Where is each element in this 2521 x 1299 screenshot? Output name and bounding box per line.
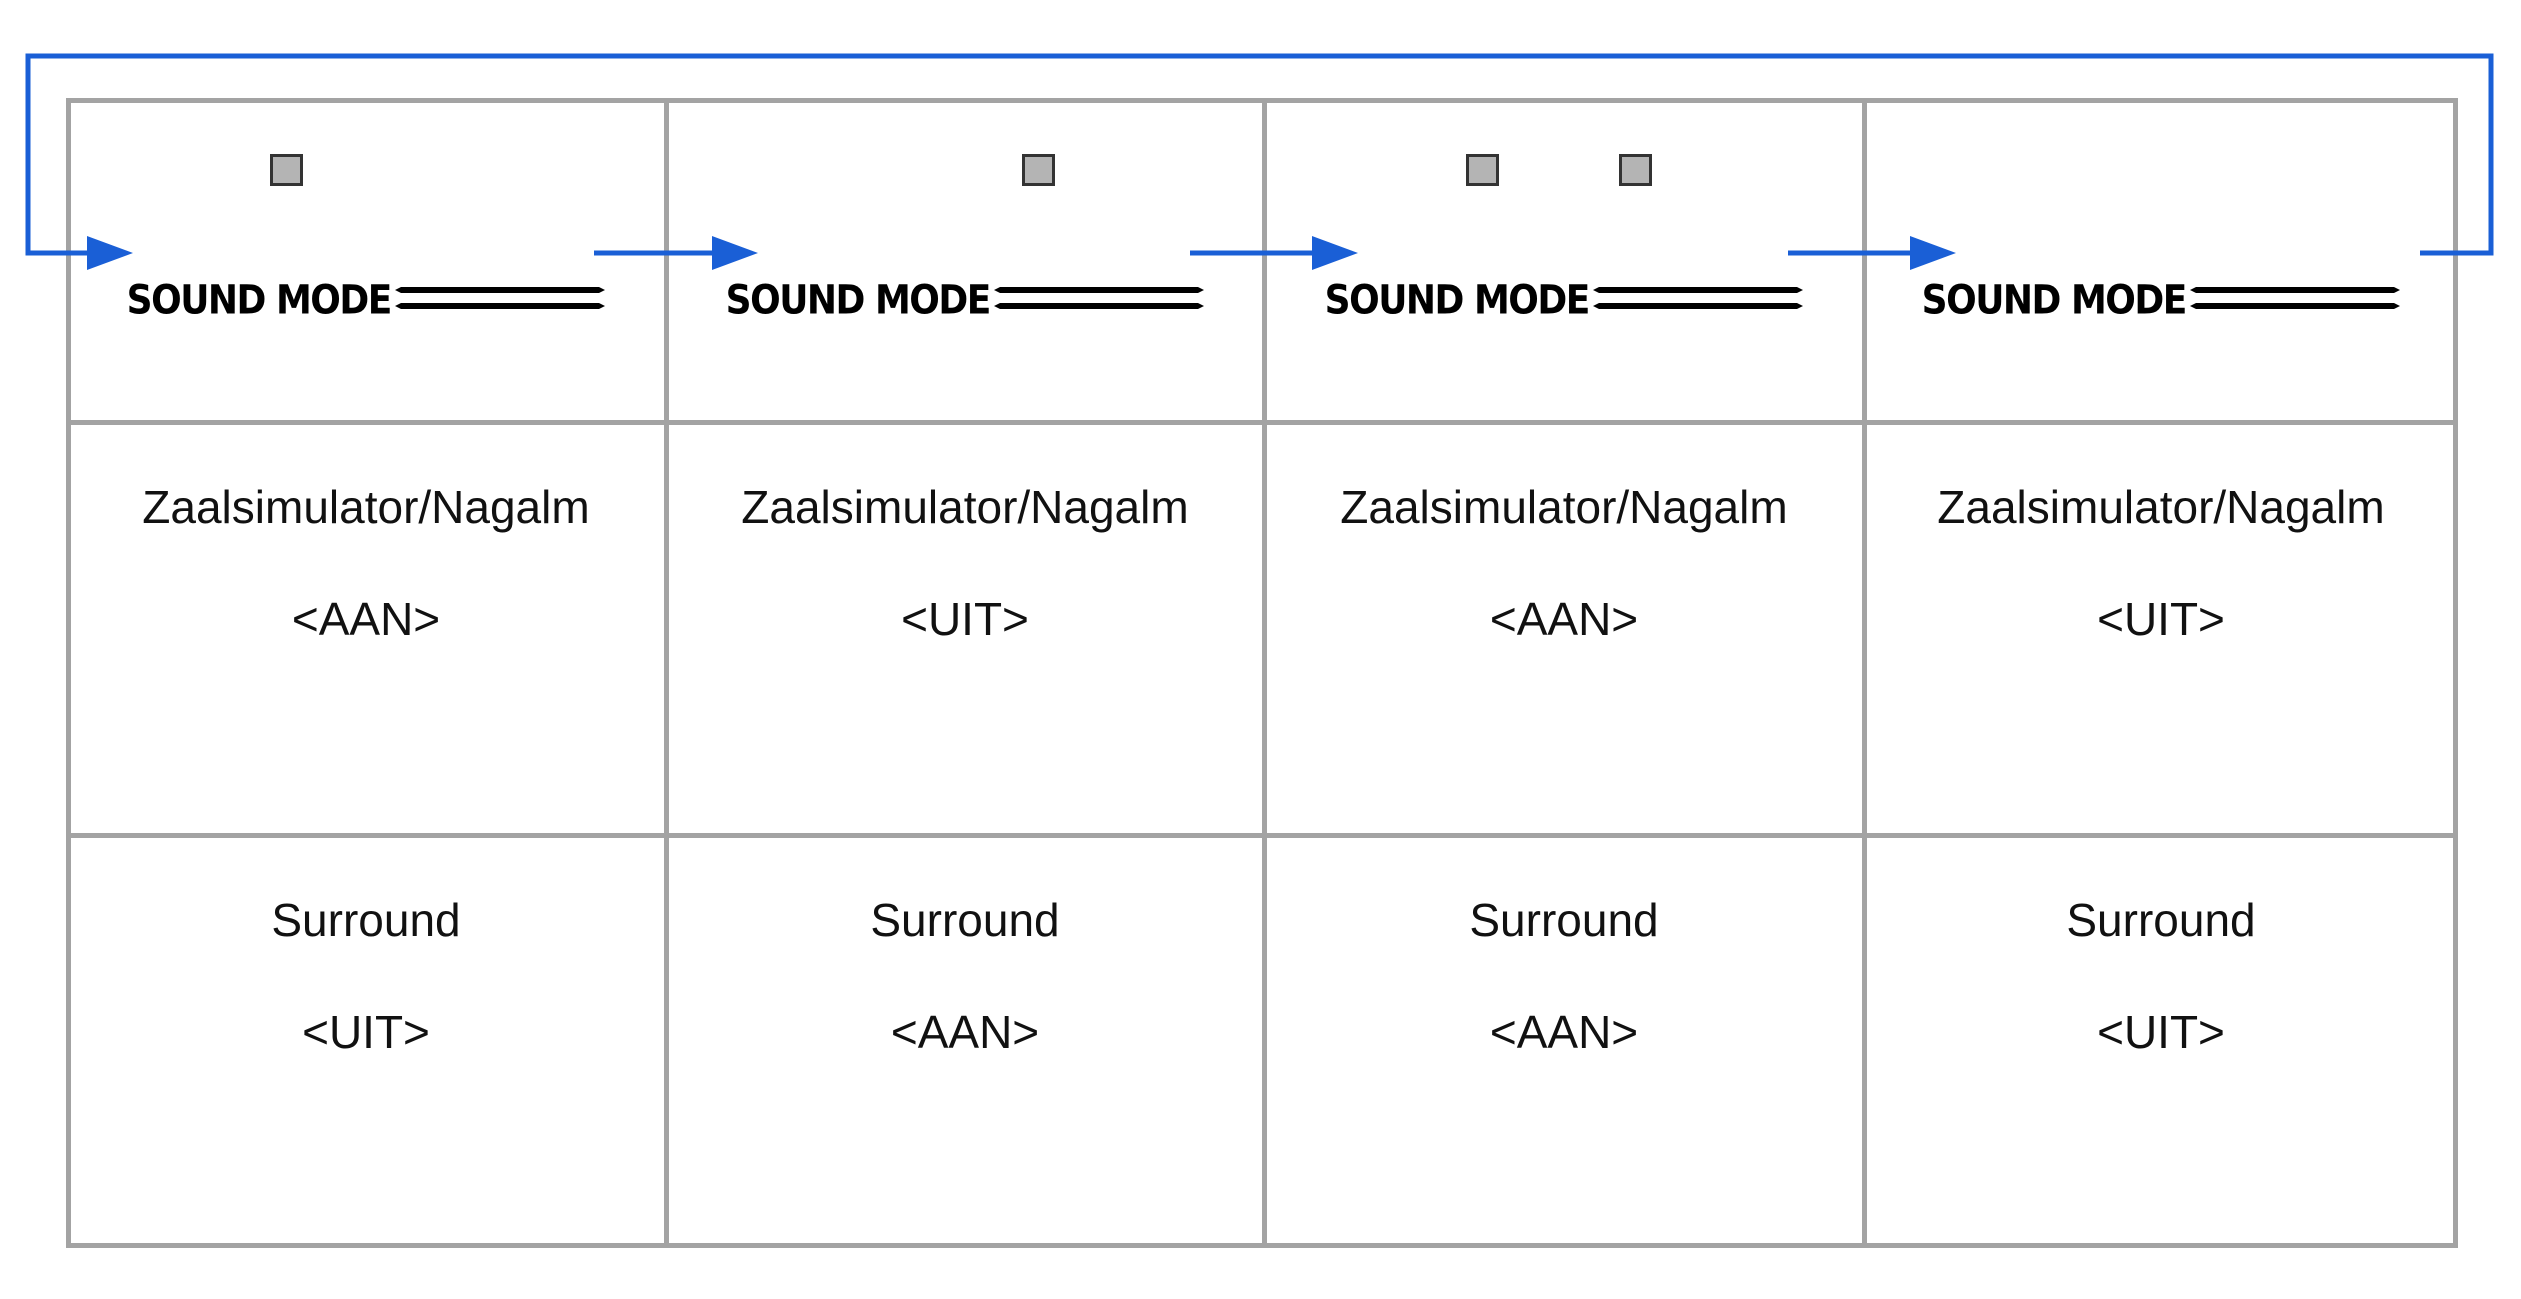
sound-mode-underline-icon [1593, 287, 1804, 309]
sound-mode-button-icon: SOUND MODE [1264, 277, 1864, 324]
indicator-light-icon [1022, 154, 1055, 186]
surround-label: Surround [870, 894, 1060, 946]
display-cell-4: SOUND MODE [1864, 98, 2458, 422]
surround-state: <AAN> [890, 1006, 1040, 1058]
sound-mode-table: SOUND MODE Zaalsimulator/Nagalm <AAN> Su… [66, 98, 2458, 1248]
indicator-light-icon [270, 154, 303, 186]
surround-state: <UIT> [302, 1006, 430, 1058]
column-divider [1262, 98, 1267, 1248]
reverb-cell-2: Zaalsimulator/Nagalm <UIT> [666, 422, 1264, 835]
sound-mode-underline-icon [994, 287, 1205, 309]
surround-cell-2: Surround <AAN> [666, 835, 1264, 1248]
reverb-label: Zaalsimulator/Nagalm [741, 481, 1189, 533]
row-divider [66, 420, 2458, 425]
column-divider [664, 98, 669, 1248]
sound-mode-button-icon: SOUND MODE [666, 277, 1264, 324]
surround-cell-4: Surround <UIT> [1864, 835, 2458, 1248]
reverb-state: <UIT> [901, 593, 1029, 645]
surround-state: <AAN> [1489, 1006, 1639, 1058]
surround-cell-3: Surround <AAN> [1264, 835, 1864, 1248]
reverb-label: Zaalsimulator/Nagalm [1340, 481, 1788, 533]
reverb-cell-1: Zaalsimulator/Nagalm <AAN> [66, 422, 666, 835]
reverb-state: <UIT> [2097, 593, 2225, 645]
surround-label: Surround [1469, 894, 1659, 946]
surround-label: Surround [2066, 894, 2256, 946]
indicator-light-icon [1619, 154, 1652, 186]
reverb-state: <AAN> [1489, 593, 1639, 645]
sound-mode-label: SOUND MODE [1324, 277, 1591, 324]
surround-state: <UIT> [2097, 1006, 2225, 1058]
sound-mode-button-icon: SOUND MODE [66, 277, 666, 324]
display-cell-2: SOUND MODE [666, 98, 1264, 422]
indicator-light-icon [1466, 154, 1499, 186]
sound-mode-underline-icon [395, 287, 606, 309]
display-cell-3: SOUND MODE [1264, 98, 1864, 422]
reverb-state: <AAN> [291, 593, 441, 645]
surround-cell-1: Surround <UIT> [66, 835, 666, 1248]
row-divider [66, 833, 2458, 838]
sound-mode-underline-icon [2190, 287, 2401, 309]
display-cell-1: SOUND MODE [66, 98, 666, 422]
reverb-cell-3: Zaalsimulator/Nagalm <AAN> [1264, 422, 1864, 835]
sound-mode-label: SOUND MODE [725, 277, 992, 324]
sound-mode-button-icon: SOUND MODE [1864, 277, 2458, 324]
sound-mode-label: SOUND MODE [1921, 277, 2188, 324]
surround-label: Surround [271, 894, 461, 946]
reverb-label: Zaalsimulator/Nagalm [142, 481, 590, 533]
column-divider [1862, 98, 1867, 1248]
reverb-cell-4: Zaalsimulator/Nagalm <UIT> [1864, 422, 2458, 835]
reverb-label: Zaalsimulator/Nagalm [1937, 481, 2385, 533]
sound-mode-label: SOUND MODE [126, 277, 393, 324]
